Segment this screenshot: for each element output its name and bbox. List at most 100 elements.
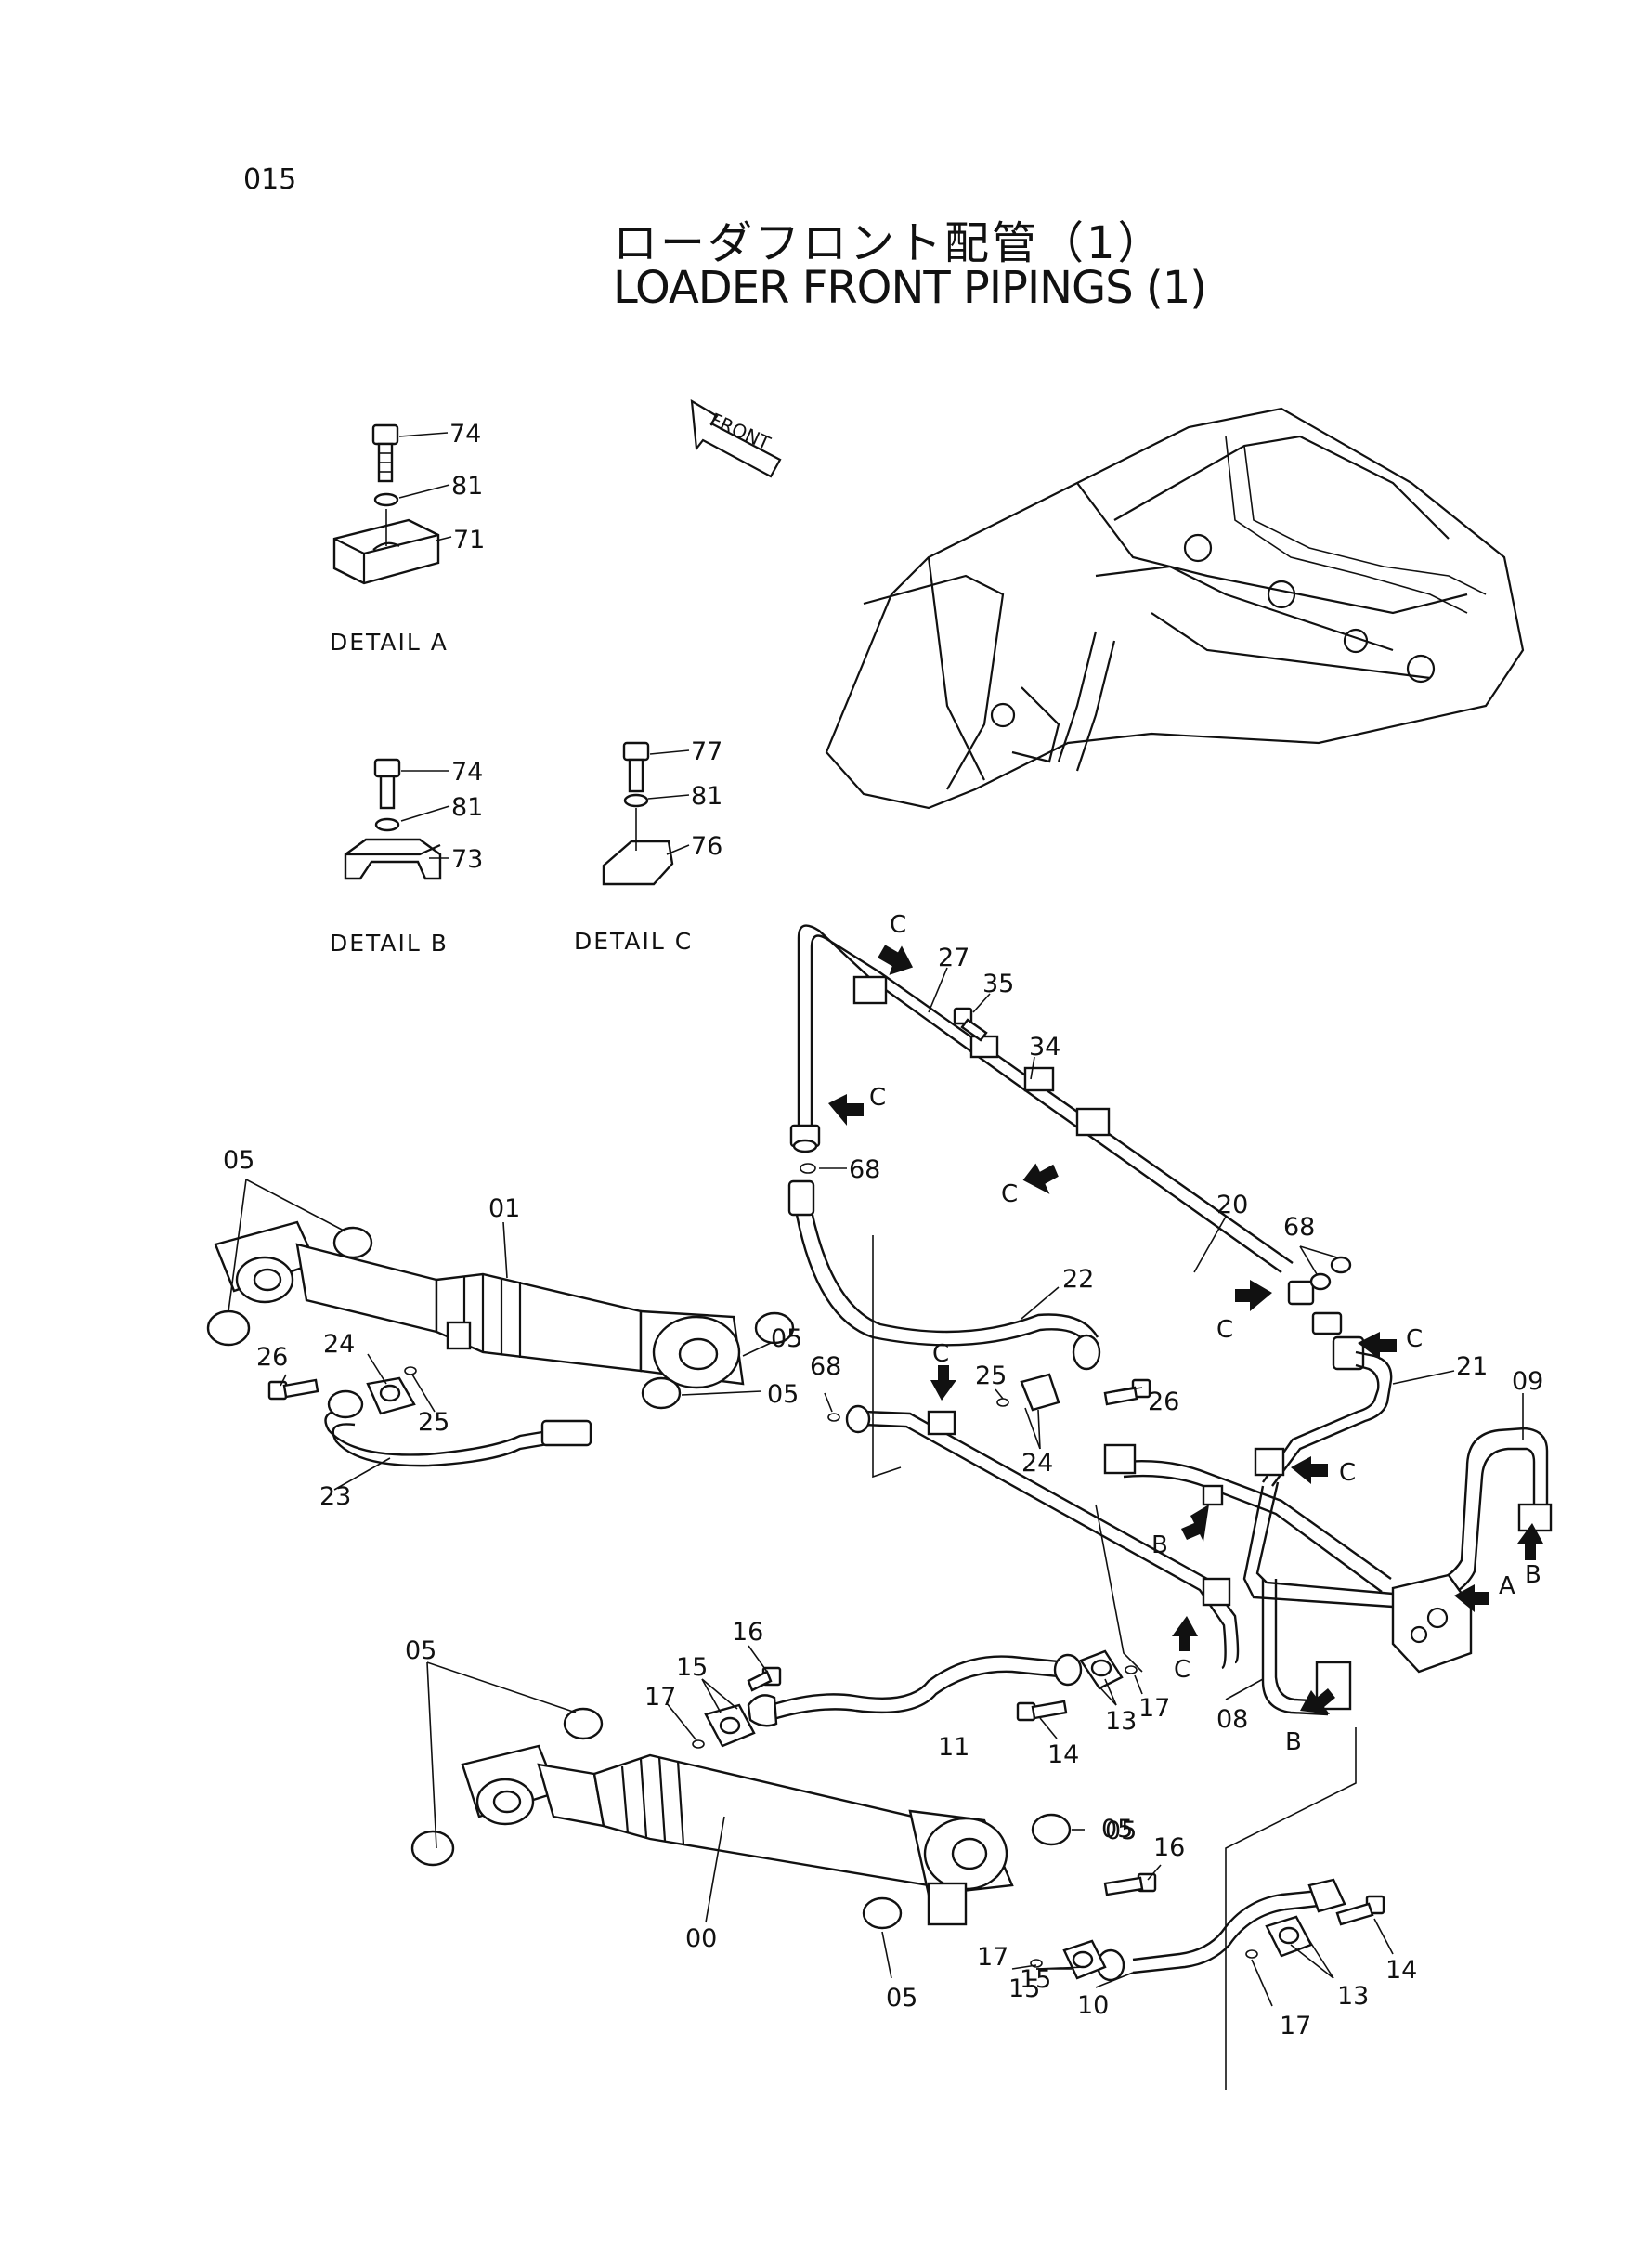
machine-overview-sketch <box>825 407 1525 810</box>
pipe-08-upper <box>1242 1485 1394 1609</box>
seal-05-d <box>641 1376 682 1410</box>
callout-76: 76 <box>691 832 722 861</box>
oring-25-b <box>996 1398 1009 1407</box>
seal-05-b <box>206 1309 251 1347</box>
callout-22: 22 <box>1062 1265 1094 1294</box>
callout-27: 27 <box>938 944 969 972</box>
pipe-08 <box>1261 1579 1329 1716</box>
clamp-27-35 <box>969 1035 999 1059</box>
bolt-16-b <box>1103 1872 1157 1896</box>
callout-00: 00 <box>685 1924 717 1953</box>
callout-15: 15 <box>1020 1965 1051 1994</box>
callout-68: 68 <box>1283 1213 1315 1242</box>
callout-81-c: 81 <box>691 782 722 811</box>
callout-24: 24 <box>1021 1449 1053 1478</box>
bolt-26-a <box>267 1378 319 1401</box>
callout-13: 13 <box>1337 1982 1369 2011</box>
callout-35: 35 <box>982 970 1014 998</box>
callout-81-b: 81 <box>451 793 483 822</box>
seal-05-g <box>1031 1813 1072 1846</box>
page-title-japanese: ローダフロント配管（1） <box>613 217 1165 269</box>
callout-23: 23 <box>319 1482 351 1511</box>
valve-block-a <box>1391 1573 1473 1674</box>
clamp-71 <box>332 518 440 585</box>
fitting-22-top <box>787 1179 815 1217</box>
callout-26: 26 <box>1148 1388 1179 1416</box>
seal-05-f <box>410 1830 455 1867</box>
callout-74-b: 74 <box>451 758 483 787</box>
label-c: C <box>1406 1325 1423 1353</box>
clamp-c-lower <box>927 1410 956 1436</box>
label-c: C <box>1174 1656 1190 1684</box>
callout-08: 08 <box>1216 1705 1248 1734</box>
callout-05: 05 <box>886 1984 917 2013</box>
callout-77: 77 <box>691 737 722 766</box>
callout-17: 17 <box>644 1683 676 1712</box>
callout-05: 05 <box>771 1324 802 1353</box>
clamp-c-27 <box>852 975 888 1005</box>
callout-05: 05 <box>1101 1815 1133 1844</box>
callout-09: 09 <box>1512 1367 1543 1396</box>
callout-14: 14 <box>1385 1956 1417 1985</box>
label-c: C <box>869 1084 886 1112</box>
oring-17-b <box>1125 1665 1138 1674</box>
bolt-14-a <box>1016 1700 1068 1722</box>
callout-15: 15 <box>676 1653 708 1682</box>
callout-05: 05 <box>767 1380 799 1409</box>
label-b: B <box>1525 1561 1541 1589</box>
callout-25: 25 <box>975 1362 1007 1390</box>
callout-21: 21 <box>1456 1352 1488 1381</box>
label-c: C <box>1216 1316 1233 1344</box>
bolt-35 <box>953 1007 988 1042</box>
seal-05-e <box>563 1707 604 1740</box>
bolt-74-a <box>371 423 399 483</box>
cylinder-00 <box>461 1744 1014 1926</box>
label-c: C <box>890 911 906 939</box>
callout-17: 17 <box>1138 1694 1170 1723</box>
oring-68-a <box>800 1163 816 1174</box>
label-b: B <box>1151 1531 1168 1559</box>
callout-15: 15 <box>1008 1974 1040 2003</box>
callout-13: 13 <box>1105 1707 1137 1736</box>
detail-c-label: DETAIL C <box>574 928 693 955</box>
hose-11 <box>770 1655 1069 1707</box>
detail-b: 74 81 73 DETAIL B <box>330 758 483 957</box>
hose-10 <box>1132 1889 1320 1961</box>
detail-b-label: DETAIL B <box>330 930 449 957</box>
clamp-b-09 <box>1517 1503 1553 1532</box>
hose-22 <box>795 1214 1088 1347</box>
label-b: B <box>1285 1728 1302 1756</box>
detail-arrows <box>828 945 1543 1714</box>
pipe-21 <box>1271 1350 1393 1487</box>
callout-17: 17 <box>1280 2012 1311 2040</box>
callout-25: 25 <box>418 1408 449 1437</box>
callout-11: 11 <box>938 1733 969 1762</box>
detail-a: 74 81 71 DETAIL A <box>330 420 485 656</box>
oring-68-b <box>1309 1272 1332 1291</box>
leader-lines <box>228 967 1524 2007</box>
callout-16: 16 <box>732 1618 763 1647</box>
callout-05: 05 <box>1105 1817 1137 1845</box>
clamp-34 <box>1023 1066 1055 1092</box>
clamp-b-left <box>1103 1443 1137 1475</box>
callout-73: 73 <box>451 845 483 874</box>
oring-17-c <box>1030 1959 1043 1968</box>
page-number: 015 <box>243 163 297 196</box>
clamp-c-mid <box>1202 1577 1231 1607</box>
pipe-27-20 <box>797 924 1282 1273</box>
callout-05: 05 <box>223 1146 254 1175</box>
clamp-c-20 <box>1075 1107 1111 1137</box>
label-a: A <box>1499 1572 1515 1600</box>
callout-16: 16 <box>1153 1833 1185 1862</box>
callout-10: 10 <box>1077 1991 1109 2020</box>
callout-05: 05 <box>405 1636 436 1665</box>
hose-23 <box>324 1408 577 1456</box>
callout-numbers: 05 01 05 05 26 24 25 23 68 22 68 C 25 26… <box>223 911 1543 2040</box>
washer-81-a <box>373 492 399 507</box>
callout-34: 34 <box>1029 1033 1060 1062</box>
callout-71: 71 <box>453 526 485 554</box>
callout-68: 68 <box>849 1155 880 1184</box>
page-title-english: LOADER FRONT PIPINGS (1) <box>613 262 1207 314</box>
callout-74-a: 74 <box>449 420 481 449</box>
